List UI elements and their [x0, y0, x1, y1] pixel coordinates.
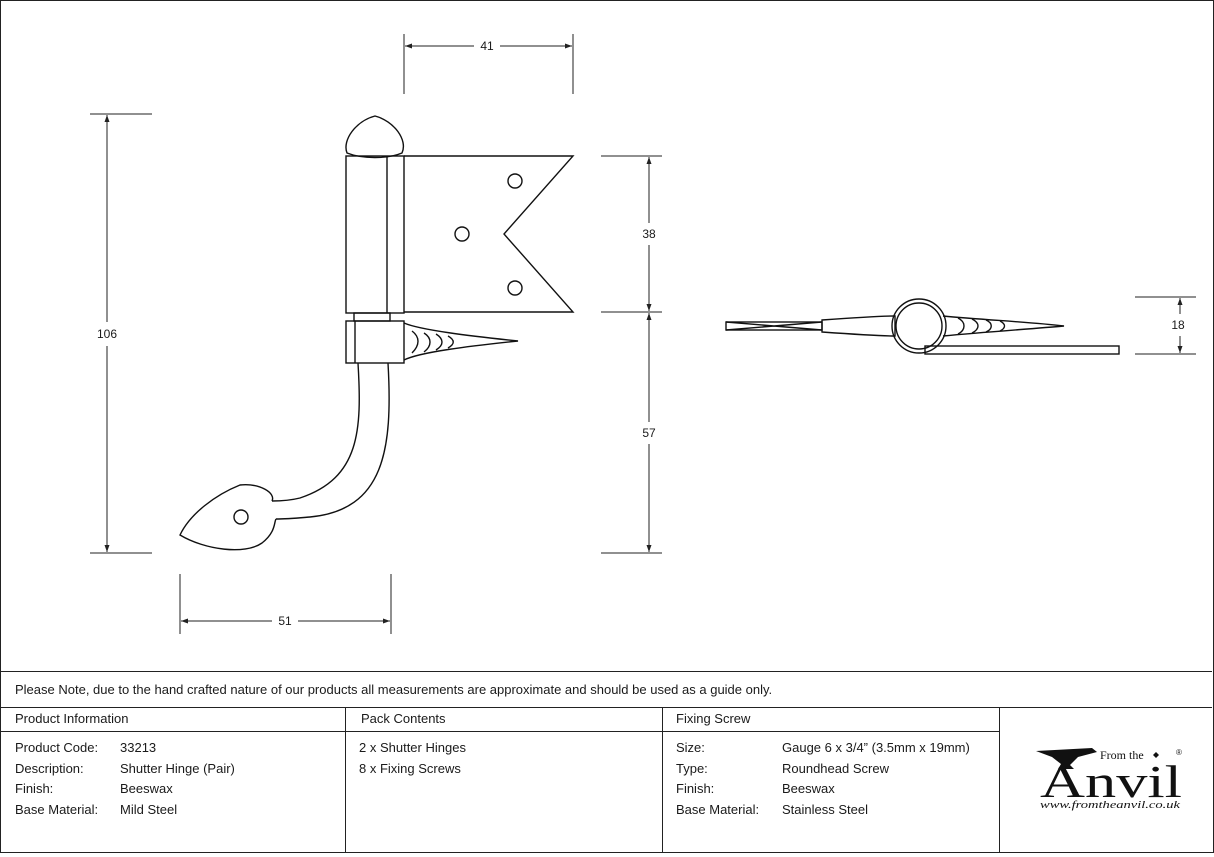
dim-side-thickness: 18 — [1171, 318, 1185, 332]
product-info-row: Base Material: Mild Steel — [0, 802, 345, 823]
fixing-screw-value: Beeswax — [782, 781, 835, 796]
fixing-screw-row: Base Material: Stainless Steel — [663, 802, 999, 823]
fixing-screw-panel: Fixing Screw Size: Gauge 6 x 3/4” (3.5mm… — [663, 707, 1000, 852]
anvil-icon — [1036, 748, 1097, 769]
fixing-screw-row: Type: Roundhead Screw — [663, 761, 999, 782]
from-the-anvil-logo: From the ® Anvil www.fromtheanvil.co.uk — [1000, 707, 1212, 852]
hinge-front-view — [179, 115, 575, 551]
pack-contents-panel: Pack Contents 2 x Shutter Hinges 8 x Fix… — [346, 707, 663, 852]
product-info-row: Description: Shutter Hinge (Pair) — [0, 761, 345, 782]
product-info-value: Beeswax — [120, 781, 173, 796]
product-info-value: Shutter Hinge (Pair) — [120, 760, 235, 776]
technical-drawing: 41 106 38 57 51 18 — [90, 34, 1196, 634]
dim-lower-height: 57 — [642, 426, 656, 440]
product-info-row: Product Code: 33213 — [0, 740, 345, 761]
product-info-row: Finish: Beeswax — [0, 781, 345, 802]
logo-url: www.fromtheanvil.co.uk — [1040, 800, 1181, 811]
fixing-screw-title: Fixing Screw — [663, 707, 999, 732]
product-info-title: Product Information — [0, 707, 345, 732]
dim-upper-height: 38 — [642, 227, 656, 241]
fixing-screw-value: Roundhead Screw — [782, 760, 889, 776]
product-info-label: Base Material: — [15, 801, 99, 817]
fixing-screw-label: Type: — [676, 760, 708, 776]
product-info-label: Finish: — [15, 781, 54, 796]
fixing-screw-label: Size: — [676, 740, 705, 755]
product-info-panel: Product Information Product Code: 33213 … — [0, 707, 346, 852]
fixing-screw-label: Base Material: — [676, 801, 760, 817]
product-info-value: 33213 — [120, 740, 157, 755]
logo-registered: ® — [1176, 748, 1182, 757]
dim-top-width: 41 — [480, 39, 494, 53]
product-info-label: Product Code: — [15, 740, 99, 755]
fixing-screw-row: Finish: Beeswax — [663, 781, 999, 802]
dimension-labels: 41 106 38 57 51 18 — [97, 39, 1185, 628]
logo-anvil-text: Anvil — [1040, 756, 1182, 807]
fixing-screw-value: Stainless Steel — [782, 801, 868, 817]
hinge-side-view — [725, 298, 1120, 355]
dim-bottom-width: 51 — [278, 614, 292, 628]
product-info-label: Description: — [15, 760, 84, 776]
fixing-screw-row: Size: Gauge 6 x 3/4” (3.5mm x 19mm) — [663, 740, 999, 761]
fixing-screw-value: Gauge 6 x 3/4” (3.5mm x 19mm) — [782, 740, 970, 755]
measurement-note: Please Note, due to the hand crafted nat… — [0, 671, 1212, 708]
pack-contents-item: 8 x Fixing Screws — [359, 760, 461, 776]
dim-overall-height: 106 — [97, 327, 117, 341]
product-info-value: Mild Steel — [120, 801, 178, 817]
anvil-logo-mark: From the ® Anvil www.fromtheanvil.co.uk — [1036, 748, 1182, 811]
pack-contents-title: Pack Contents — [346, 707, 662, 732]
fixing-screw-label: Finish: — [676, 781, 715, 796]
measurement-note-text: Please Note, due to the hand crafted nat… — [15, 682, 773, 697]
logo-from-the: From the — [1100, 748, 1144, 762]
pack-contents-item: 2 x Shutter Hinges — [359, 740, 466, 755]
